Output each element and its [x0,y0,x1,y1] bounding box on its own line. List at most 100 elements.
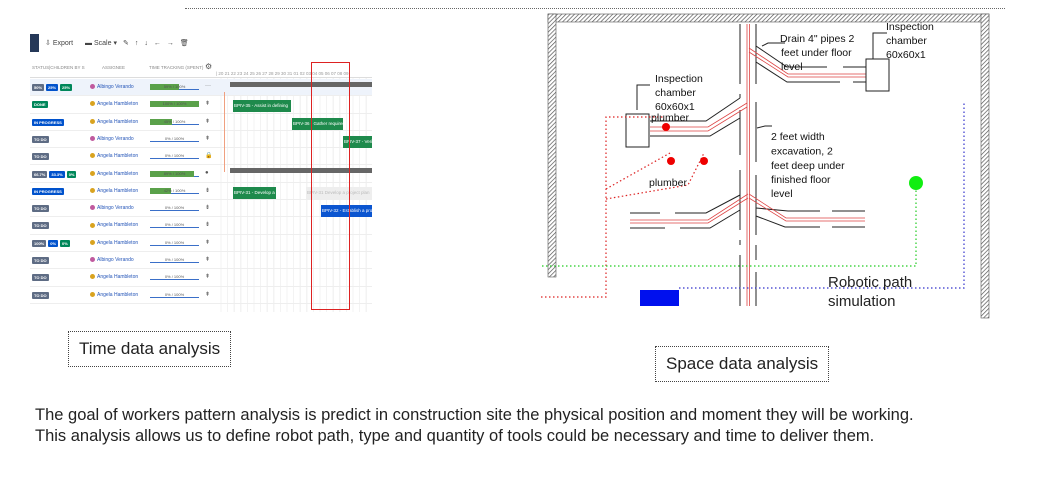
status-badge: IN PROGRESS [32,118,64,126]
row-action-icon[interactable]: ··· [205,83,211,89]
plumber-label: plumber [651,112,689,124]
progress-fill [150,187,171,194]
task-bar[interactable]: BPIV-37 - Verify [343,136,372,148]
inspection-chamber-right [865,58,890,92]
export-button[interactable]: ⇩ Export [45,40,74,47]
arrow-down-icon[interactable]: ↓ [144,39,148,47]
arrow-left-icon[interactable]: ← [153,39,161,47]
inspection-chamber-left [625,113,650,148]
status-badge: DONE [32,101,48,109]
walls [547,13,990,319]
avatar [90,222,95,228]
gear-icon[interactable]: ⚙ [205,62,213,71]
row-action-icon[interactable]: ⇞ [205,239,211,246]
row-action-icon[interactable]: ⇟ [205,205,211,212]
plumber-marker [662,123,670,131]
row-action-icon[interactable]: ⇟ [205,187,211,194]
trash-icon[interactable]: 🗑 [179,40,189,47]
row-action-icon[interactable]: ⇞ [205,135,211,142]
row-action-icon[interactable]: ⇟ [205,222,211,229]
assignee-cell[interactable]: Angela Hambleton [90,171,138,177]
avatar [90,136,95,142]
assignee-cell[interactable]: Angela Hambleton [90,240,138,246]
space-caption: Space data analysis [655,346,830,382]
status-cell: TO DO [32,205,51,213]
status-cell: 50%25%25% [32,84,74,91]
status-badge: TO DO [32,257,49,264]
task-bar[interactable]: BPIV-31 - Develop a [233,187,276,199]
assignee-cell[interactable]: Albingo Verando [90,257,134,263]
table-row[interactable]: 66.7%33.3%0% Angela Hambleton 89% / 100% ● [30,166,372,183]
status-badge: 25% [46,84,59,91]
status-badge: IN PROGRESS [32,187,64,195]
time-tracking-bar: 42% / 100% [150,187,199,194]
assignee-cell[interactable]: Angela Hambleton [90,188,138,194]
arrow-right-icon[interactable]: → [166,39,174,47]
status-cell: TO DO [32,135,51,143]
avatar [90,239,95,245]
divider-line [185,8,1005,9]
assignee-cell[interactable]: Albingo Verando [90,136,134,142]
row-action-icon[interactable]: ⇞ [205,118,211,125]
assignee-cell[interactable]: Albingo Verando [90,205,134,211]
time-tracking-bar: 89% / 100% [150,170,199,177]
assignee-cell[interactable]: Angela Hambleton [90,274,138,280]
progress-fill [150,84,179,90]
column-time-tracking[interactable]: TIME TRACKING (SPENT) [149,65,204,70]
task-bar[interactable]: BPIV-35 - Assist in defining [233,100,291,112]
time-tracking-bar: 0% / 100% [150,240,199,246]
avatar [90,118,95,124]
table-row[interactable]: TO DO Albingo Verando 0% / 100% ⇞ [30,131,372,149]
column-assignee[interactable]: ASSIGNEE [102,65,126,70]
scale-button[interactable]: ▬ Scale ▾ [85,40,117,47]
excavation-lines [630,24,866,306]
assignee-cell[interactable]: Angela Hambleton [90,101,138,107]
status-cell: IN PROGRESS [32,187,66,195]
row-action-icon[interactable]: ● [205,169,209,176]
table-row[interactable]: IN PROGRESS Angela Hambleton 42% / 100% ⇟ [30,183,372,201]
toolbar-edge-button[interactable] [30,34,39,52]
status-badge: TO DO [32,291,49,299]
status-badge: 0% [60,239,70,247]
status-cell: TO DO [32,153,51,161]
row-action-icon[interactable]: ⇞ [205,274,211,281]
assignee-cell[interactable]: Angela Hambleton [90,153,138,159]
column-status[interactable]: STATUS|CHILDREN BY S [32,65,85,70]
assignee-cell[interactable]: Angela Hambleton [90,292,138,298]
drain-pipes [630,24,866,306]
row-action-icon[interactable]: 🔒 [205,153,213,160]
task-bar[interactable]: BPIV-32 - Establish a project [321,205,372,217]
time-tracking-bar: 0% / 100% [150,136,199,142]
assignee-cell[interactable]: Albingo Verando [90,84,134,90]
row-action-icon[interactable]: ⇞ [205,101,211,108]
task-bar[interactable]: BPIV-36 - Gather requirements [292,118,343,130]
pencil-icon[interactable]: ✎ [122,40,129,47]
avatar [90,187,95,193]
status-cell: 66.7%33.3%0% [32,170,78,178]
row-action-icon[interactable]: ⇞ [205,291,211,298]
assignee-cell[interactable]: Angela Hambleton [90,222,138,228]
arrow-up-icon[interactable]: ↑ [134,39,139,47]
progress-fill [150,101,199,108]
assignee-cell[interactable]: Angela Hambleton [90,119,138,125]
status-badge: 0% [48,239,59,247]
avatar [90,257,95,263]
summary-bar [230,82,372,87]
time-caption: Time data analysis [68,331,232,367]
row-action-icon[interactable]: ⇞ [205,257,211,263]
dependency-line [224,92,225,172]
timeline-dates: | 20 21 22 23 24 25 26 27 28 29 30 31 01… [216,71,349,76]
leader-lines [636,32,887,129]
